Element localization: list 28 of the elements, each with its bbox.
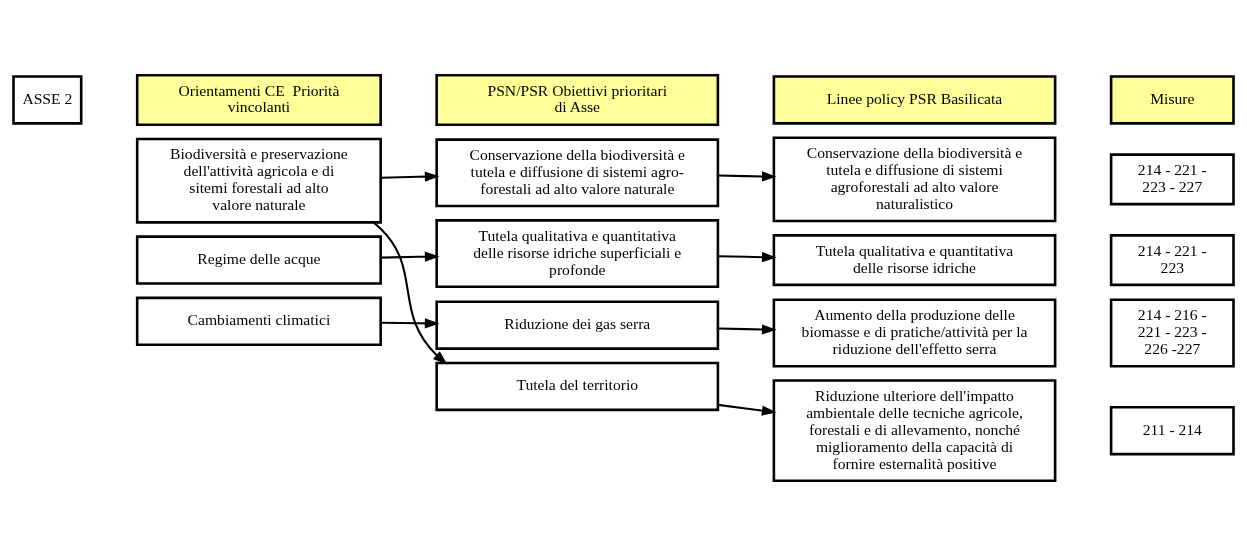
node-box: Linee policy PSR Basilicata: [772, 75, 1057, 125]
node-box: Conservazione della biodiversità e tutela e diffusione di sistemi agro-forestali ad alto valore naturale: [435, 138, 720, 208]
arrow: [380, 251, 440, 262]
node-box: Riduzione dei gas serra: [435, 300, 720, 350]
node-box: Riduzione ulteriore dell'impatto ambientale delle tecniche agricole, forestali e di allevamento, nonché miglioramento della capacità di fornire esternalità positive: [772, 379, 1057, 483]
arrow: [372, 221, 448, 365]
node-box: Aumento della produzione delle biomasse e di pratiche/attività per la riduzione dell'effetto serra: [772, 298, 1057, 368]
arrow: [718, 324, 777, 335]
node-box: 214 - 221 - 223: [1109, 234, 1235, 287]
node-box: Regime delle acque: [135, 235, 382, 285]
arrow: [717, 403, 777, 416]
node-box: Biodiversità e preservazione dell'attività agricola e di sitemi forestali ad alto valore naturale: [135, 137, 382, 224]
arrow: [718, 171, 777, 182]
node-box: Tutela qualitativa e quantitativa delle risorse idriche: [772, 234, 1057, 287]
node-box: 214 - 221 - 223 - 227: [1109, 153, 1235, 206]
node-box: Orientamenti CE Priorità vincolanti: [135, 73, 382, 126]
node-box: 214 - 216 - 221 - 223 - 226 -227: [1109, 298, 1235, 368]
arrow: [380, 171, 440, 182]
arrow: [718, 252, 777, 263]
node-box: Cambiamenti climatici: [135, 296, 382, 347]
node-box: ASSE 2: [12, 75, 83, 125]
node-box: PSN/PSR Obiettivi prioritari di Asse: [435, 73, 720, 126]
node-box: Misure: [1109, 75, 1235, 125]
arrow: [380, 318, 440, 329]
node-box: Tutela del territorio: [435, 361, 720, 412]
node-box: 211 - 214: [1109, 405, 1235, 456]
node-box: Conservazione della biodiversità e tutela e diffusione di sistemi agroforestali ad alto valore naturalistico: [772, 136, 1057, 223]
node-box: Tutela qualitativa e quantitativa delle risorse idriche superficiali e profonde: [435, 219, 720, 289]
